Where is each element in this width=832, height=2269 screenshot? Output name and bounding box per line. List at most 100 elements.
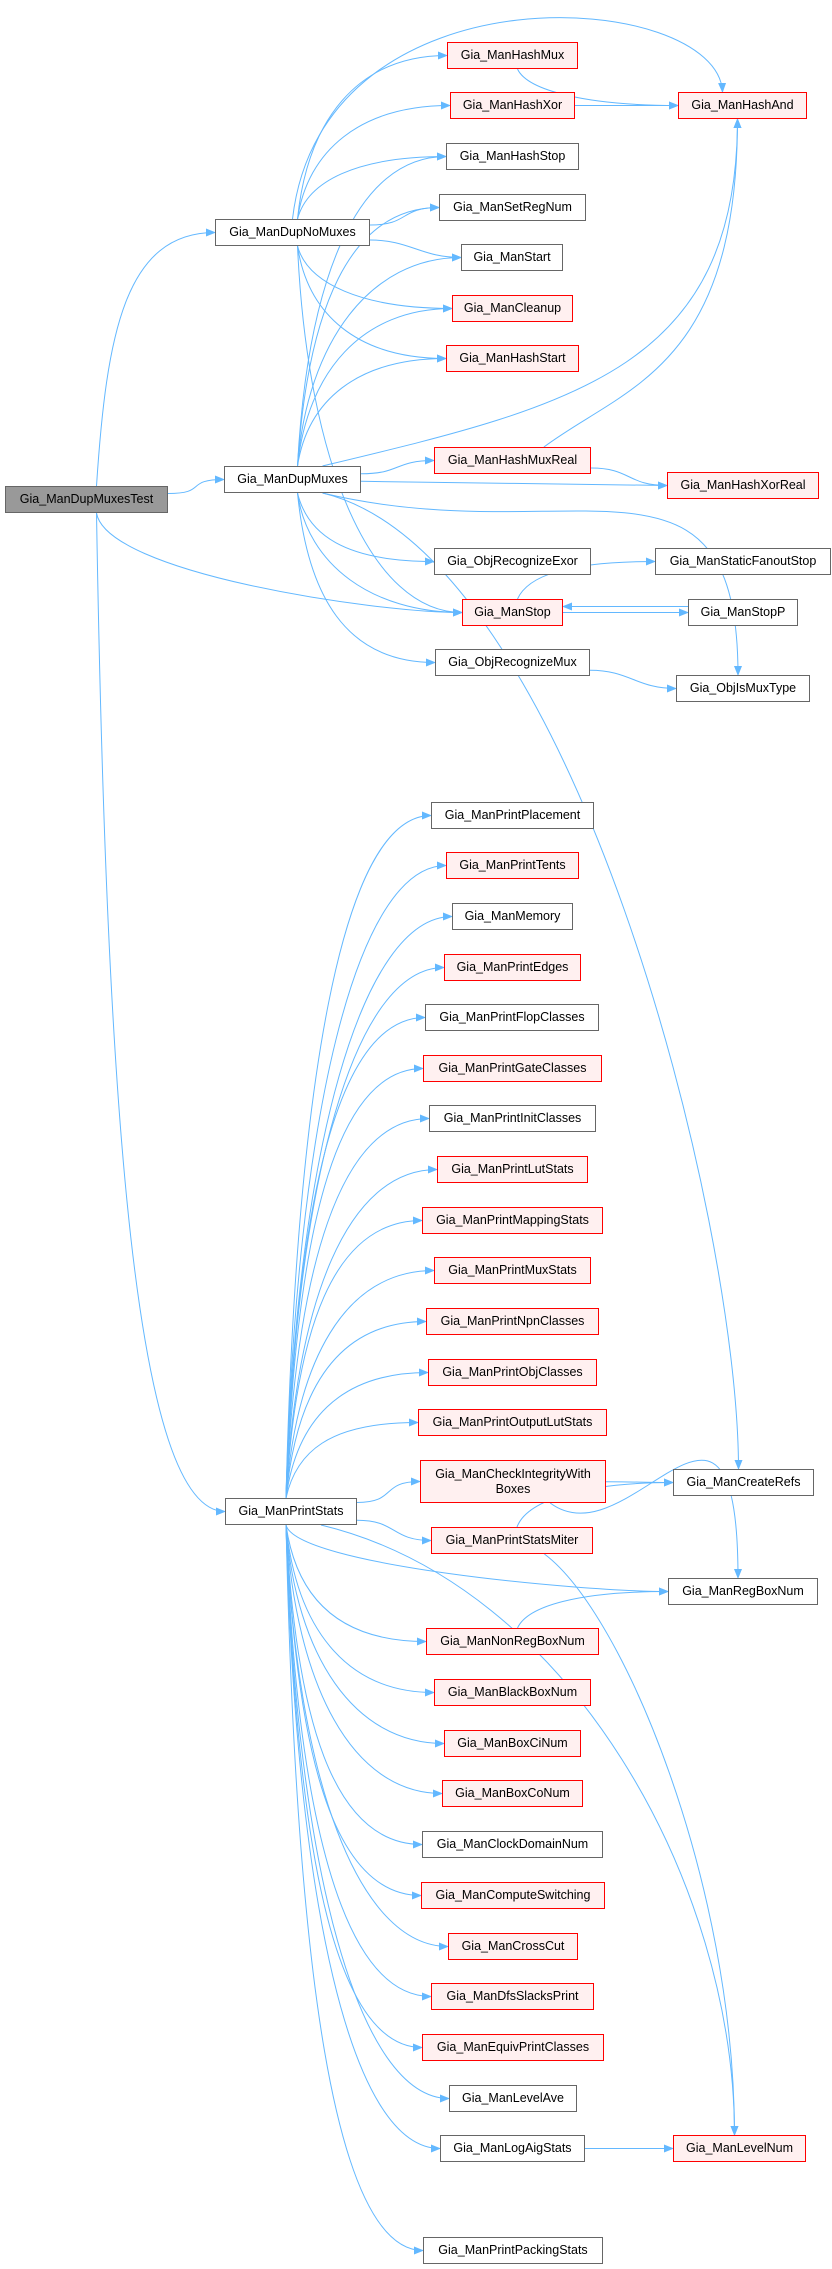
edge-dup-muxes-test-to-dup-no-muxes xyxy=(96,228,216,487)
node-label: Gia_ManSetRegNum xyxy=(453,200,572,214)
node-label: Gia_ManNonRegBoxNum xyxy=(440,1634,585,1648)
node-print-mapping-stats[interactable]: Gia_ManPrintMappingStats xyxy=(422,1207,603,1234)
node-level-num[interactable]: Gia_ManLevelNum xyxy=(673,2135,806,2162)
edge-print-stats-to-print-init-classes xyxy=(285,1114,430,1499)
edge-dup-muxes-to-obj-recognize-mux xyxy=(297,492,436,667)
node-label: Gia_ManHashMuxReal xyxy=(447,453,578,467)
edge-dup-muxes-to-hash-start xyxy=(297,354,447,467)
node-man-start[interactable]: Gia_ManStart xyxy=(461,244,563,271)
edge-obj-recognize-mux-to-obj-is-mux-type xyxy=(589,669,677,693)
node-stats-miter[interactable]: Gia_ManPrintStatsMiter xyxy=(431,1527,593,1554)
edge-dup-muxes-to-create-refs xyxy=(322,492,743,1470)
node-dfs-slacks-print[interactable]: Gia_ManDfsSlacksPrint xyxy=(431,1983,594,2010)
node-print-placement[interactable]: Gia_ManPrintPlacement xyxy=(431,802,594,829)
node-obj-is-mux-type[interactable]: Gia_ObjIsMuxType xyxy=(676,675,810,702)
node-print-stats[interactable]: Gia_ManPrintStats xyxy=(225,1498,357,1525)
node-dup-muxes[interactable]: Gia_ManDupMuxes xyxy=(224,466,361,493)
node-print-flop-classes[interactable]: Gia_ManPrintFlopClasses xyxy=(425,1004,599,1031)
node-print-packing-stats[interactable]: Gia_ManPrintPackingStats xyxy=(423,2237,603,2264)
node-label: Gia_ObjRecognizeMux xyxy=(448,655,577,669)
node-label: Gia_ManStaticFanoutStop xyxy=(669,554,817,568)
edge-dup-muxes-test-to-print-stats xyxy=(96,512,226,1516)
node-print-tents[interactable]: Gia_ManPrintTents xyxy=(446,852,579,879)
node-compute-switching[interactable]: Gia_ManComputeSwitching xyxy=(421,1882,605,1909)
node-hash-and[interactable]: Gia_ManHashAnd xyxy=(678,92,807,119)
node-box-co-num[interactable]: Gia_ManBoxCoNum xyxy=(442,1780,583,1807)
edge-print-stats-to-non-reg-box-num xyxy=(285,1524,427,1646)
edge-dup-muxes-test-to-man-stop xyxy=(96,512,463,617)
edge-print-stats-to-print-mapping-stats xyxy=(285,1216,423,1499)
node-label: Gia_ManPrintPlacement xyxy=(444,808,581,822)
node-clock-domain-num[interactable]: Gia_ManClockDomainNum xyxy=(422,1831,603,1858)
node-print-output-lut-stats[interactable]: Gia_ManPrintOutputLutStats xyxy=(418,1409,607,1436)
node-label: Gia_ManBoxCiNum xyxy=(457,1736,568,1750)
node-label: Gia_ManHashAnd xyxy=(691,98,794,112)
node-check-integrity[interactable]: Gia_ManCheckIntegrityWith Boxes xyxy=(420,1460,606,1503)
node-print-npn-classes[interactable]: Gia_ManPrintNpnClasses xyxy=(426,1308,599,1335)
edge-dup-muxes-to-obj-is-mux-type xyxy=(322,492,742,676)
node-cross-cut[interactable]: Gia_ManCrossCut xyxy=(448,1933,578,1960)
edge-print-stats-to-black-box-num xyxy=(285,1524,435,1697)
node-static-fanout-stop[interactable]: Gia_ManStaticFanoutStop xyxy=(655,548,831,575)
node-box-ci-num[interactable]: Gia_ManBoxCiNum xyxy=(444,1730,581,1757)
edge-print-stats-to-print-npn-classes xyxy=(285,1317,427,1499)
node-label: Gia_ManDupMuxes xyxy=(237,472,348,486)
node-memory[interactable]: Gia_ManMemory xyxy=(452,903,573,930)
node-log-aig-stats[interactable]: Gia_ManLogAigStats xyxy=(440,2135,585,2162)
edge-print-stats-to-log-aig-stats xyxy=(285,1524,441,2153)
node-label: Gia_ManRegBoxNum xyxy=(682,1584,804,1598)
edge-dup-no-muxes-to-hash-and xyxy=(292,17,727,220)
node-label: Gia_ManLogAigStats xyxy=(453,2141,572,2155)
node-hash-xor-real[interactable]: Gia_ManHashXorReal xyxy=(667,472,819,499)
node-label: Gia_ManPrintOutputLutStats xyxy=(432,1415,593,1429)
node-dup-no-muxes[interactable]: Gia_ManDupNoMuxes xyxy=(215,219,370,246)
node-print-obj-classes[interactable]: Gia_ManPrintObjClasses xyxy=(428,1359,597,1386)
node-print-edges[interactable]: Gia_ManPrintEdges xyxy=(444,954,581,981)
node-create-refs[interactable]: Gia_ManCreateRefs xyxy=(673,1469,814,1496)
node-label: Gia_ManLevelAve xyxy=(462,2091,564,2105)
edge-print-stats-to-print-mux-stats xyxy=(285,1266,435,1499)
node-label: Gia_ManClockDomainNum xyxy=(436,1837,589,1851)
edge-non-reg-box-num-to-reg-box-num xyxy=(517,1587,669,1629)
node-obj-recognize-exor[interactable]: Gia_ObjRecognizeExor xyxy=(434,548,591,575)
node-label: Gia_ObjIsMuxType xyxy=(689,681,797,695)
edge-dup-no-muxes-to-hash-stop xyxy=(297,152,447,220)
edge-print-stats-to-level-ave xyxy=(285,1524,450,2103)
node-print-lut-stats[interactable]: Gia_ManPrintLutStats xyxy=(437,1156,588,1183)
edge-dup-muxes-test-to-dup-muxes xyxy=(167,475,225,494)
node-non-reg-box-num[interactable]: Gia_ManNonRegBoxNum xyxy=(426,1628,599,1655)
node-hash-start[interactable]: Gia_ManHashStart xyxy=(446,345,579,372)
node-hash-xor[interactable]: Gia_ManHashXor xyxy=(450,92,575,119)
node-label: Gia_ManComputeSwitching xyxy=(435,1888,591,1902)
edge-dup-no-muxes-to-man-start xyxy=(369,239,462,262)
node-print-init-classes[interactable]: Gia_ManPrintInitClasses xyxy=(429,1105,596,1132)
node-hash-mux-real[interactable]: Gia_ManHashMuxReal xyxy=(434,447,591,474)
edge-print-stats-to-stats-miter xyxy=(356,1519,432,1545)
edge-print-stats-to-compute-switching xyxy=(285,1524,422,1900)
node-reg-box-num[interactable]: Gia_ManRegBoxNum xyxy=(668,1578,818,1605)
edge-print-stats-to-check-integrity xyxy=(356,1477,421,1503)
node-man-stop[interactable]: Gia_ManStop xyxy=(462,599,563,626)
edge-dup-no-muxes-to-hash-xor xyxy=(297,101,451,220)
node-obj-recognize-mux[interactable]: Gia_ObjRecognizeMux xyxy=(435,649,590,676)
node-print-mux-stats[interactable]: Gia_ManPrintMuxStats xyxy=(434,1257,591,1284)
node-print-gate-classes[interactable]: Gia_ManPrintGateClasses xyxy=(423,1055,602,1082)
node-hash-stop[interactable]: Gia_ManHashStop xyxy=(446,143,579,170)
node-stop-p[interactable]: Gia_ManStopP xyxy=(688,599,798,626)
edge-dup-muxes-to-man-start xyxy=(297,253,462,467)
edge-print-stats-to-print-lut-stats xyxy=(285,1165,438,1499)
node-black-box-num[interactable]: Gia_ManBlackBoxNum xyxy=(434,1679,591,1706)
node-cleanup[interactable]: Gia_ManCleanup xyxy=(452,295,573,322)
node-label: Gia_ManHashStart xyxy=(459,351,566,365)
node-label: Gia_ManEquivPrintClasses xyxy=(436,2040,590,2054)
node-label: Gia_ManPrintInitClasses xyxy=(443,1111,582,1125)
node-set-reg-num[interactable]: Gia_ManSetRegNum xyxy=(439,194,586,221)
node-hash-mux[interactable]: Gia_ManHashMux xyxy=(447,42,578,69)
edge-print-stats-to-reg-box-num xyxy=(285,1524,669,1596)
node-equiv-print-classes[interactable]: Gia_ManEquivPrintClasses xyxy=(422,2034,604,2061)
node-label: Gia_ManHashXor xyxy=(462,98,563,112)
node-level-ave[interactable]: Gia_ManLevelAve xyxy=(449,2085,577,2112)
edge-print-stats-to-dfs-slacks-print xyxy=(285,1524,432,2001)
node-dup-muxes-test[interactable]: Gia_ManDupMuxesTest xyxy=(5,486,168,513)
edge-print-stats-to-clock-domain-num xyxy=(285,1524,423,1849)
